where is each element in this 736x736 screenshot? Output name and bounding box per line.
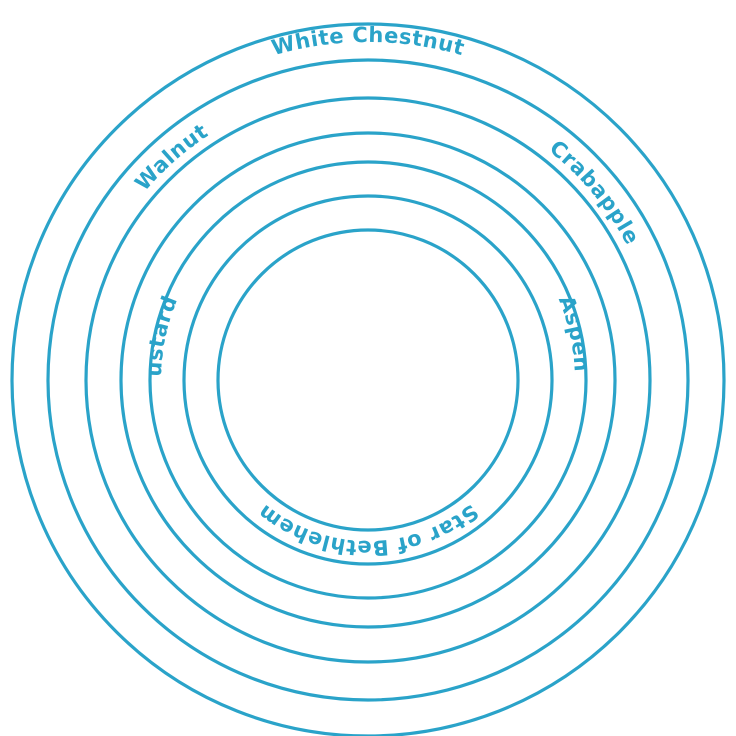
- ring-labels: White Chestnut Walnut Crabapple Mustard …: [0, 0, 644, 560]
- ring-4: [119, 131, 617, 629]
- ring-7: [216, 228, 520, 532]
- ring-6: [182, 194, 554, 566]
- rings-group: [10, 22, 726, 736]
- ring-3: [84, 96, 652, 664]
- label-white-chestnut: White Chestnut: [269, 23, 467, 60]
- ring-1-outermost: [10, 22, 726, 736]
- ring-2: [46, 58, 690, 702]
- label-walnut: Walnut: [130, 119, 212, 195]
- label-aspen: Aspen: [554, 292, 594, 372]
- ring-5: [148, 160, 588, 600]
